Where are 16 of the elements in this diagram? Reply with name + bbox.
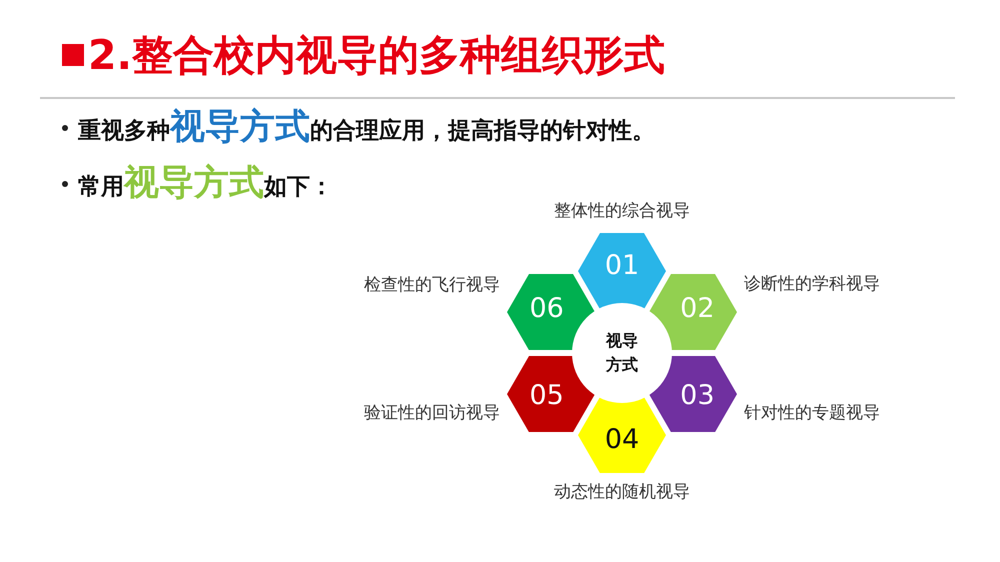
caption-text: 检查性的飞行视导 bbox=[364, 274, 500, 296]
caption-text: 验证性的回访视导 bbox=[364, 402, 500, 424]
step-number: 06 bbox=[529, 294, 564, 324]
slide-title: 2.整合校内视导的多种组织形式 bbox=[88, 31, 666, 79]
step-number: 05 bbox=[529, 381, 564, 412]
caption-text: 诊断性的学科视导 bbox=[744, 273, 880, 295]
center-label: 视导方式 bbox=[605, 330, 639, 376]
step-number: 03 bbox=[680, 381, 714, 412]
bullet-text: 常用视导方式如下： bbox=[78, 162, 333, 205]
caption-text: 整体性的综合视导 bbox=[554, 200, 690, 222]
step-number: 01 bbox=[604, 250, 640, 281]
caption-text: 动态性的随机视导 bbox=[554, 481, 690, 503]
bullet-text: 重视多种视导方式的合理应用，提高指导的针对性。 bbox=[78, 106, 655, 149]
step-number: 02 bbox=[680, 294, 714, 324]
step-number: 04 bbox=[604, 424, 640, 455]
caption-text: 针对性的专题视导 bbox=[744, 402, 880, 424]
